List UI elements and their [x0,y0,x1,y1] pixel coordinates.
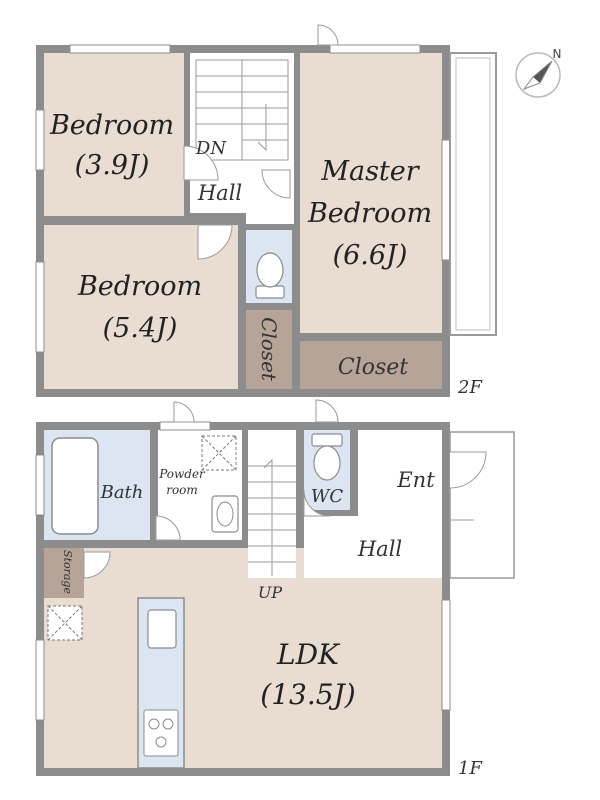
ldk-size: (13.5J) [260,678,355,711]
compass-north-label: N [553,47,562,61]
first-floor-label: 1F [458,758,483,779]
stove-icon [143,709,179,757]
stairs-down-label: DN [195,138,227,159]
window [441,139,451,261]
master-bedroom-area [300,53,442,333]
stairs-1f [248,458,296,576]
entrance-area [358,430,442,516]
second-floor: Bedroom (3.9J) Bedroom (5.4J) Master Bed… [35,24,497,398]
first-floor: Bath Powder room WC Ent Hall Storage UP … [35,399,515,779]
kitchen-sink [147,609,177,649]
master-bedroom-name-line1: Master [320,156,420,187]
closet-small-area [246,310,292,389]
bedroom-a-area [44,53,184,216]
bedroom-a-name: Bedroom [49,110,174,141]
ldk-name: LDK [276,638,341,671]
north-arrow-icon: N [515,47,562,98]
bath-name: Bath [100,482,144,503]
second-floor-label: 2F [457,377,483,398]
entrance-door [449,451,487,489]
powder-room-name-line1: Powder [158,467,206,481]
window [329,44,421,54]
window [35,454,45,516]
toilet-icon [255,252,285,299]
washing-machine-pan-mark [201,435,237,471]
master-bedroom-size: (6.6J) [333,240,408,271]
entrance-name: Ent [396,468,435,492]
window [35,261,45,353]
storage-name: Storage [61,550,74,594]
second-floor-hall-name: Hall [197,181,242,205]
window [441,599,451,711]
wc-name: WC [311,486,344,507]
bedroom-b-name: Bedroom [77,271,202,302]
closet-master-area [300,341,442,389]
closet-master-name: Closet [338,355,408,380]
doors-1f [83,399,339,579]
bathtub [51,437,99,535]
doors-2f [183,24,339,260]
bedroom-b-size: (5.4J) [103,313,178,344]
storage-area [44,548,84,598]
first-floor-hall-name: Hall [357,537,402,561]
powder-room-name-line2: room [166,483,198,497]
ventilation-fan-mark [47,605,83,641]
window [69,44,171,54]
washing-machine-pan-mark [201,435,237,471]
first-floor-hall-area [304,516,442,578]
window [159,421,211,431]
washbasin-bowl [216,501,234,527]
bedroom-a-size: (3.9J) [75,150,150,181]
master-bedroom-name-line2: Bedroom [307,198,432,229]
toilet-icon [311,433,343,481]
balcony-rail [455,57,491,331]
window [35,109,45,171]
stairs-up-label: UP [258,583,282,602]
ventilation-fan-mark [47,605,83,641]
ldk-area [44,548,442,768]
closet-small-name: Closet [257,317,281,382]
window [35,639,45,721]
stairs-2f [195,59,289,161]
balcony [449,52,497,336]
